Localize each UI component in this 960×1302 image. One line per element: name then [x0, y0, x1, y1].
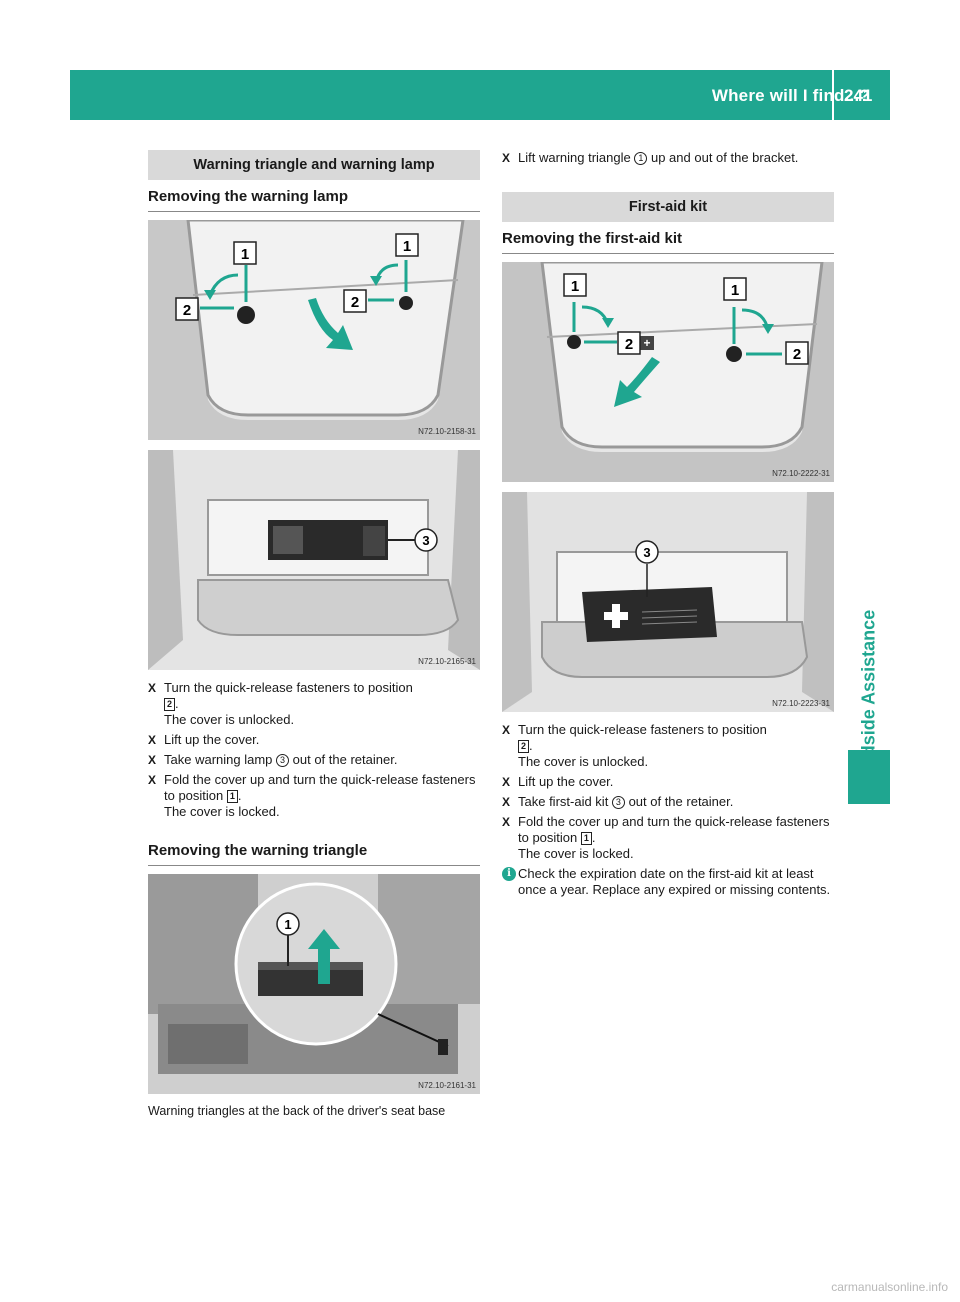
label-2b: 2	[351, 294, 359, 311]
step-bullet: X	[502, 815, 511, 829]
compartment-illustration: 3	[148, 450, 480, 670]
figure-first-aid-kit: 3 N72.10-2223-31	[502, 492, 834, 712]
step-lift-triangle: X Lift warning triangle 1 up and out of …	[502, 150, 799, 166]
section-title-first-aid: First-aid kit	[502, 192, 834, 222]
label-1: 1	[571, 278, 579, 295]
figure-first-aid-cover: + 1 2 1 2 N72.10-2222-31	[502, 262, 834, 482]
step-2: X Lift up the cover.	[502, 774, 614, 789]
step-1: X Turn the quick-release fasteners to po…	[148, 680, 480, 728]
step-bullet: X	[502, 151, 511, 165]
label-1: 1	[284, 917, 291, 932]
figure-caption: Warning triangles at the back of the dri…	[148, 1104, 446, 1118]
seat-illustration: 1	[148, 874, 480, 1094]
step-bullet: X	[148, 681, 157, 695]
info-icon: i	[502, 867, 516, 881]
step-bullet: X	[502, 795, 511, 809]
figure-warning-triangle: 1 N72.10-2161-31	[148, 874, 480, 1094]
label-3: 3	[643, 545, 650, 560]
step-bullet: X	[148, 753, 157, 767]
header-separator	[832, 70, 834, 120]
figure-code: N72.10-2223-31	[772, 699, 830, 708]
label-1b: 1	[731, 282, 739, 299]
position-1-symbol: 1	[226, 790, 238, 804]
step-3: X Take warning lamp 3 out of the retaine…	[148, 752, 398, 768]
subheading-warning-lamp: Removing the warning lamp	[148, 180, 480, 212]
step-result: The cover is locked.	[518, 846, 634, 861]
step-1: X Turn the quick-release fasteners to po…	[502, 722, 834, 770]
step-4: X Fold the cover up and turn the quick-r…	[502, 814, 834, 862]
figure-code: N72.10-2165-31	[418, 657, 476, 666]
step-result: The cover is unlocked.	[518, 754, 649, 769]
figure-code: N72.10-2158-31	[418, 427, 476, 436]
label-2: 2	[625, 336, 633, 353]
figure-warning-lamp: 3 N72.10-2165-31	[148, 450, 480, 670]
position-2-symbol: 2	[518, 740, 529, 754]
step-4: X Fold the cover up and turn the quick-r…	[148, 772, 480, 820]
info-note: i Check the expiration date on the first…	[502, 866, 834, 898]
cover-illustration: 1 2 1 2	[148, 220, 480, 440]
info-text: Check the expiration date on the first-a…	[518, 866, 831, 897]
figure-code: N72.10-2161-31	[418, 1081, 476, 1090]
watermark: carmanualsonline.info	[831, 1280, 948, 1294]
step-bullet: X	[502, 723, 511, 737]
right-column: X Lift warning triangle 1 up and out of …	[502, 150, 834, 898]
subheading-first-aid: Removing the first-aid kit	[502, 222, 834, 254]
first-aid-cover-illustration: + 1 2 1 2	[502, 262, 834, 482]
step-result: The cover is locked.	[164, 804, 280, 819]
step-bullet: X	[502, 775, 511, 789]
item-3-symbol: 3	[276, 754, 290, 768]
step-3: X Take first-aid kit 3 out of the retain…	[502, 794, 734, 810]
label-3: 3	[422, 533, 429, 548]
subheading-warning-triangle: Removing the warning triangle	[148, 834, 480, 866]
item-1-symbol: 1	[634, 152, 648, 166]
side-tab-marker	[848, 750, 890, 804]
label-2: 2	[183, 302, 191, 319]
position-2-symbol: 2	[164, 698, 175, 712]
label-1: 1	[241, 246, 249, 263]
item-3-symbol: 3	[611, 796, 625, 810]
section-title: Warning triangle and warning lamp	[148, 150, 480, 180]
steps-warning-lamp: X Turn the quick-release fasteners to po…	[148, 680, 480, 820]
left-column: Warning triangle and warning lamp Removi…	[148, 150, 480, 1119]
figure-labels: 1 2 1 2	[175, 233, 419, 321]
position-1-symbol: 1	[580, 832, 592, 846]
header-bar	[70, 70, 890, 120]
step-bullet: X	[148, 733, 157, 747]
steps-first-aid: X Turn the quick-release fasteners to po…	[502, 722, 834, 862]
steps-warning-triangle: X Lift warning triangle 1 up and out of …	[502, 150, 834, 166]
first-aid-kit-illustration: 3	[502, 492, 834, 712]
svg-text:+: +	[643, 336, 650, 350]
step-2: X Lift up the cover.	[148, 732, 260, 747]
page-number: 241	[844, 86, 873, 105]
figure-code: N72.10-2222-31	[772, 469, 830, 478]
step-result: The cover is unlocked.	[164, 712, 295, 727]
step-bullet: X	[148, 773, 157, 787]
figure-cover-fasteners: 1 2 1 2 N72.10-2158-31	[148, 220, 480, 440]
chapter-title: Where will I find...?	[711, 86, 870, 105]
label-2b: 2	[793, 346, 801, 363]
label-1b: 1	[403, 238, 411, 255]
